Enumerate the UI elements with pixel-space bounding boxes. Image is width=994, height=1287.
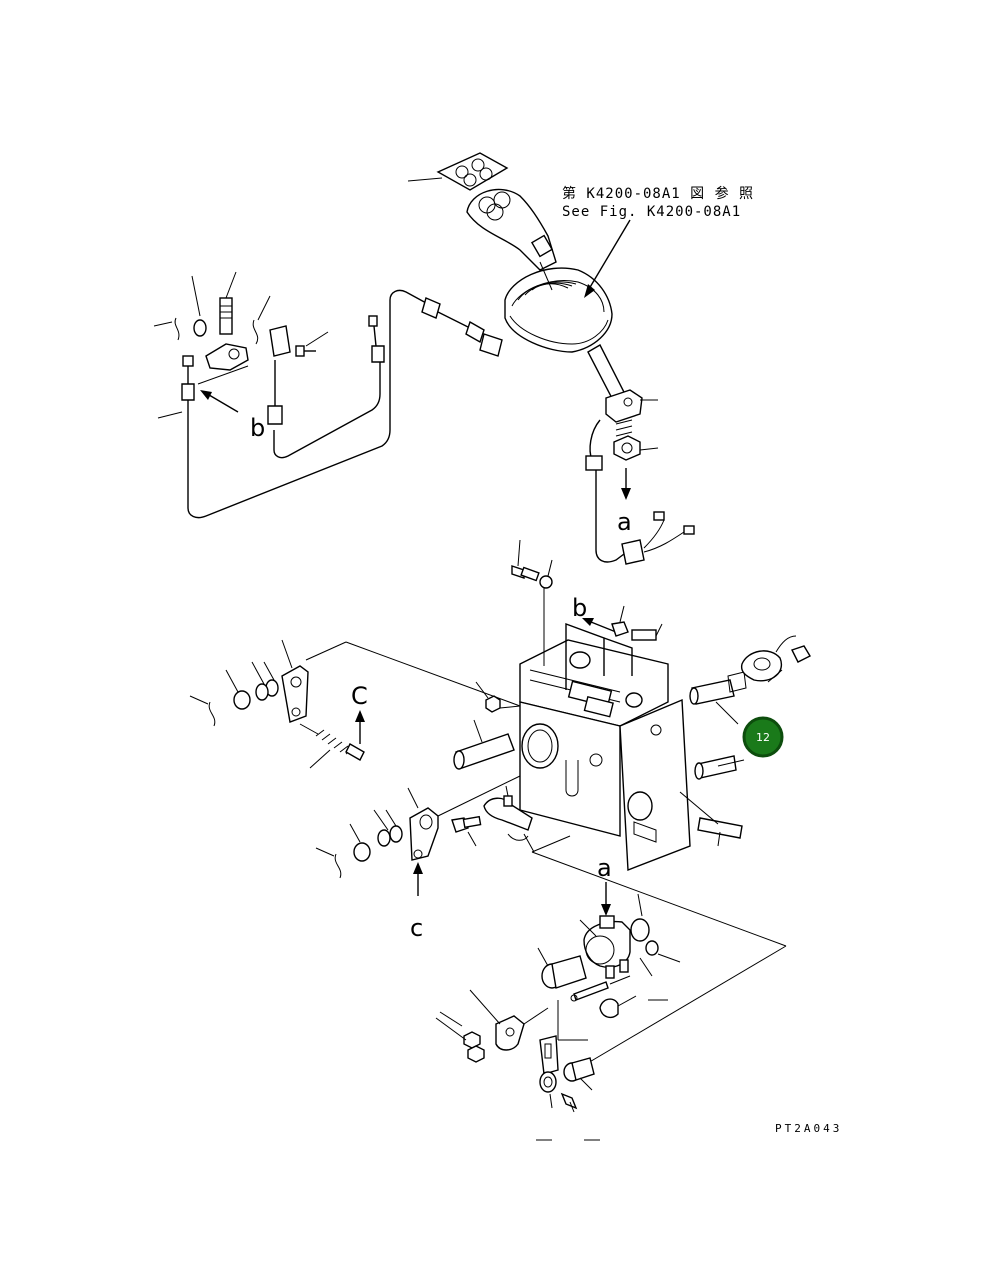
hotspot-12[interactable]: 12 — [742, 716, 784, 758]
cable-assembly: b — [153, 271, 503, 519]
lever-link-lower: c — [315, 775, 535, 942]
view-label-c-upper: C — [351, 682, 368, 710]
view-label-b-left: b — [250, 414, 265, 442]
lever-link-upper: C — [189, 639, 368, 769]
figure-code: PT2A043 — [775, 1122, 842, 1135]
view-label-a-top: a — [617, 508, 632, 536]
view-label-b-right: b — [572, 594, 587, 622]
reference-note-en: See Fig. K4200-08A1 — [562, 204, 741, 220]
valve-body-assembly: b — [305, 539, 811, 1071]
hotspot-label: 12 — [756, 731, 770, 744]
lever-knob-assembly: a — [407, 152, 695, 565]
view-label-a-bottom: a — [597, 854, 612, 882]
reference-note-jp: 第 K4200-08A1 図 参 照 — [562, 185, 754, 202]
detent-assembly: a — [435, 854, 681, 1141]
view-label-c-lower: c — [410, 914, 423, 942]
